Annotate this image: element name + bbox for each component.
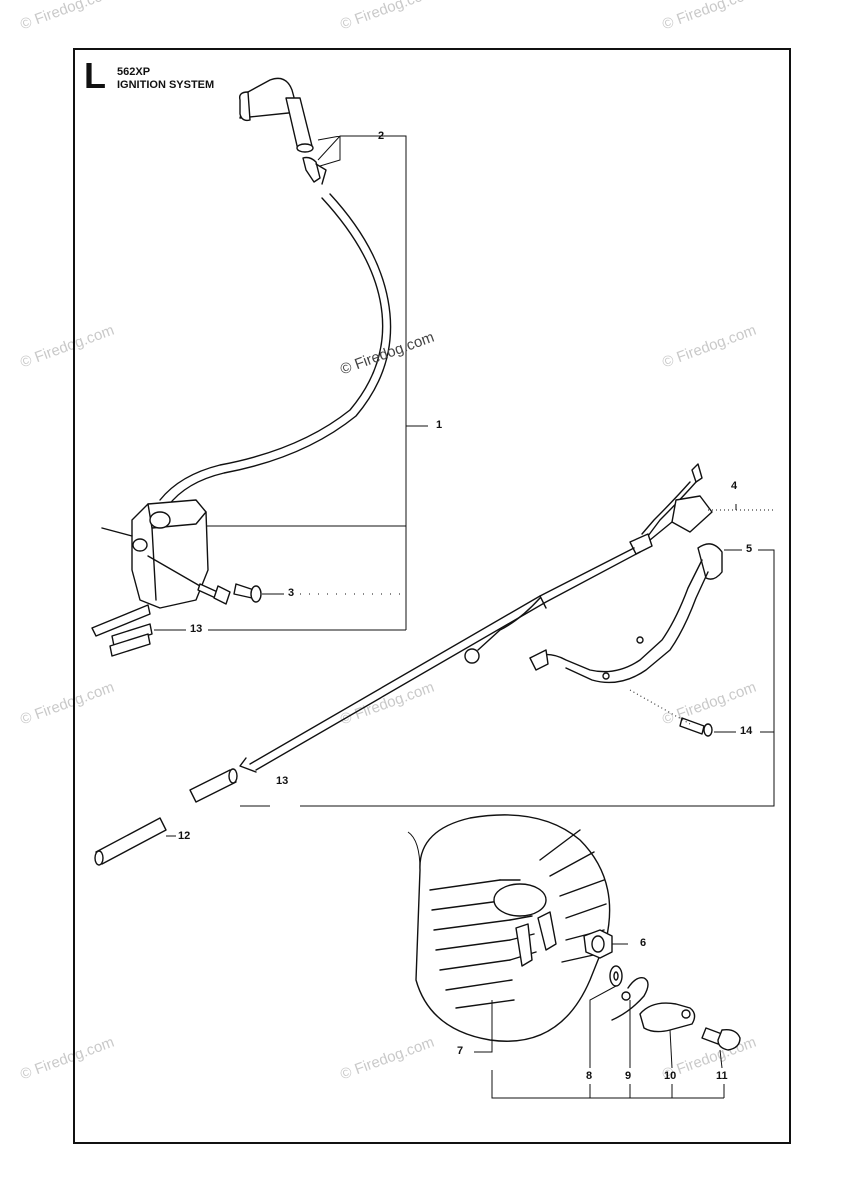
model-number: 562XP [117, 66, 151, 78]
callout-4: 4 [731, 480, 738, 492]
callout-9: 9 [625, 1070, 632, 1082]
pawl-part-10 [639, 1002, 696, 1033]
callout-13: 13 [190, 623, 203, 635]
spring-part-9 [611, 977, 649, 1021]
callout-1: 1 [436, 419, 443, 431]
screw-part-14 [679, 717, 713, 737]
callout-6: 6 [640, 937, 647, 949]
wire-harness [239, 463, 713, 773]
ignition-module [91, 499, 209, 637]
spark-plug-boot [238, 77, 327, 185]
diagram-title: IGNITION SYSTEM [117, 79, 215, 91]
ignition-lead [159, 193, 392, 507]
callout-10: 10 [664, 1070, 677, 1082]
section-letter: L [84, 55, 106, 96]
callout-14: 14 [740, 725, 753, 737]
nut-part-6 [583, 929, 613, 959]
bracket-part-5 [529, 543, 723, 684]
callout-8: 8 [586, 1070, 593, 1082]
washer-part-8 [609, 965, 623, 987]
sleeve-part-13a [109, 623, 153, 657]
callout-3: 3 [288, 587, 295, 599]
callout-13: 13 [276, 775, 289, 787]
screw-part-3 [197, 583, 262, 605]
callout-11: 11 [716, 1070, 728, 1082]
callout-2: 2 [378, 130, 385, 142]
screw-part-11 [701, 1027, 741, 1051]
flywheel [415, 814, 611, 1042]
sleeve-part-12 [94, 817, 167, 866]
callout-12: 12 [178, 830, 191, 842]
callout-5: 5 [746, 543, 753, 555]
callout-7: 7 [457, 1045, 464, 1057]
diagram-frame [73, 48, 791, 1144]
sleeve-part-13b [189, 768, 238, 803]
